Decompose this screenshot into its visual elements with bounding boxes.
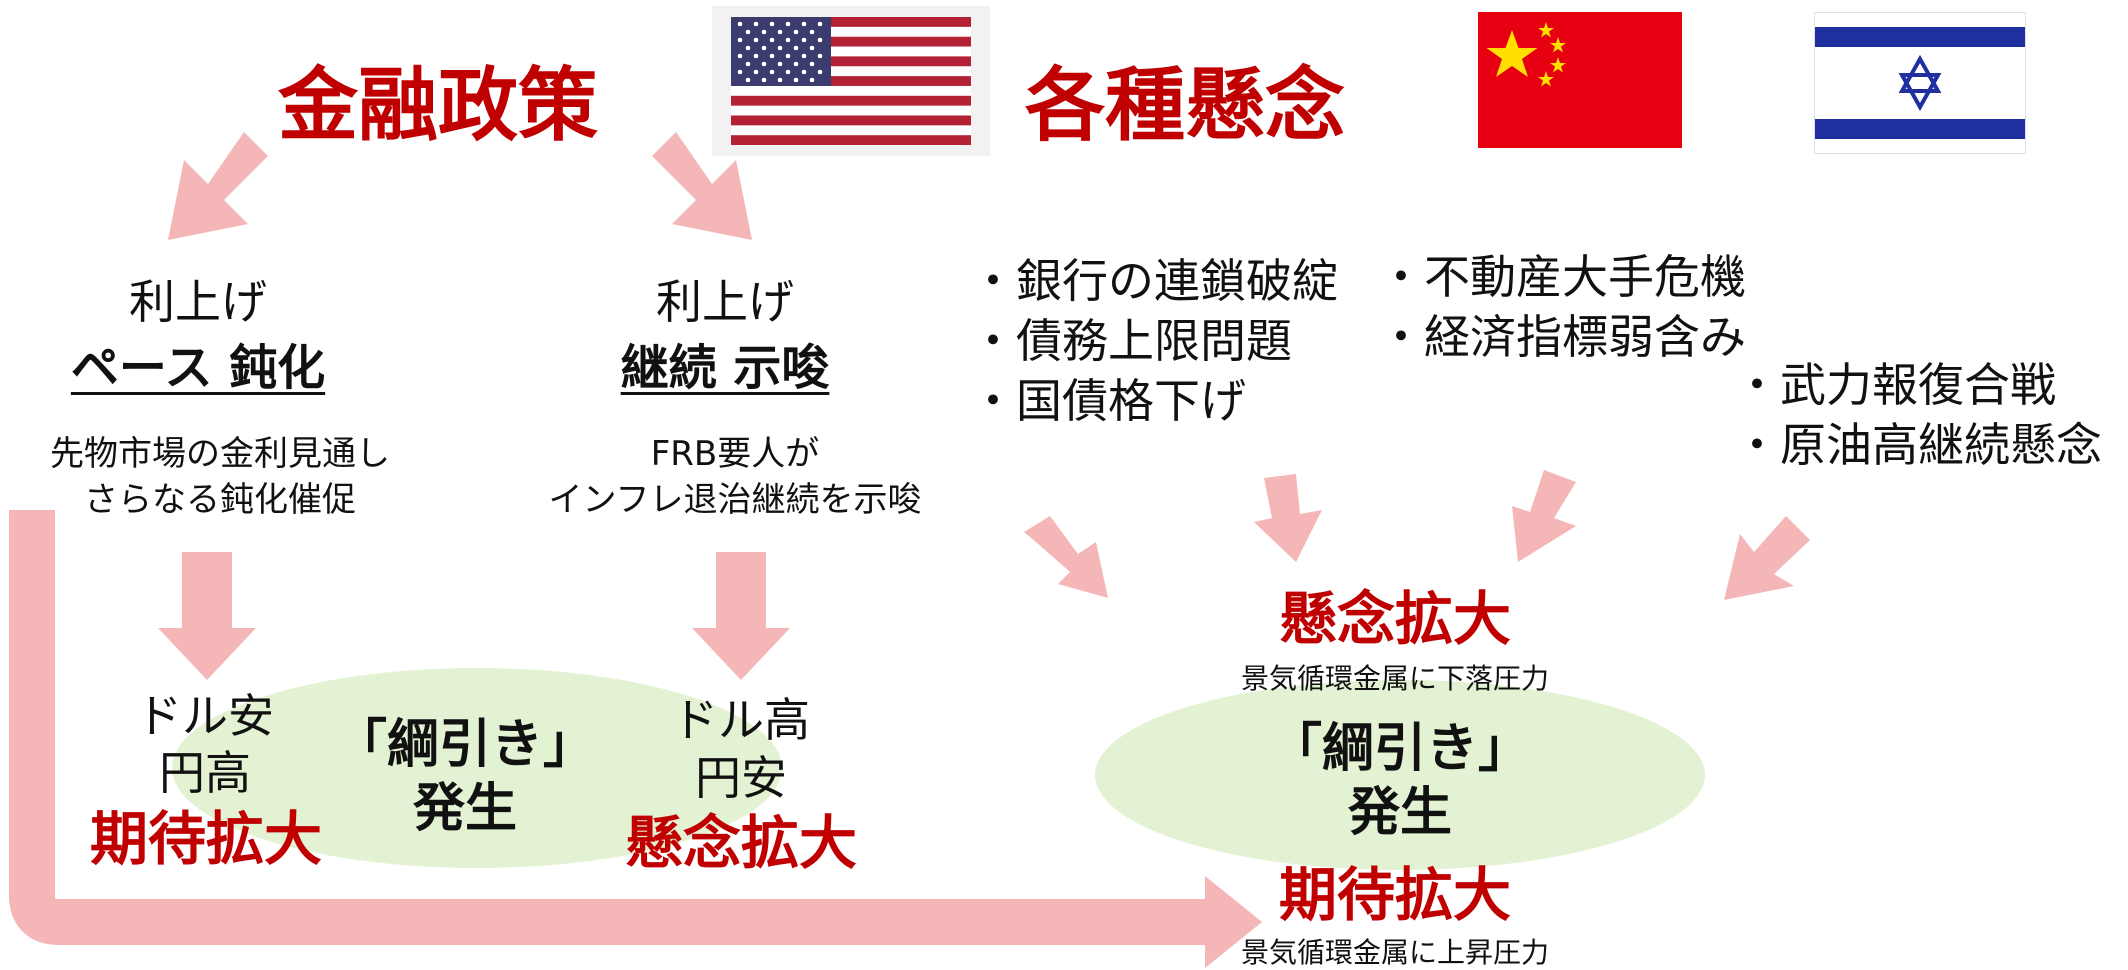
left-note-line1: 先物市場の金利見通し [50,434,390,474]
china-flag [1478,12,1682,148]
left-pace-slowdown-label: ペース 鈍化 [70,340,326,396]
concern-expand-title: 懸念拡大 [1278,585,1511,653]
right-note-line1: FRB要人が [650,434,820,474]
concern-expand-subtitle: 景気循環金属に下落圧力 [1240,662,1549,695]
left-fx-yen-strong: 円高 [159,746,251,800]
right-note-line2: インフレ退治継続を示唆 [548,480,922,520]
right-fx-yen-weak: 円安 [695,751,787,805]
us-concern-list: ・銀行の連鎖破綻 ・債務上限問題 ・国債格下げ [970,252,1338,431]
us-concern-item: ・国債格下げ [970,373,1246,428]
us-concern-item: ・銀行の連鎖破綻 [970,254,1338,308]
arrow-from-israel-concerns [1724,516,1810,600]
arrow-from-us-concerns [1024,516,1108,598]
israel-concern-list: ・武力報復合戦 ・原油高継続懸念 [1734,356,2102,476]
right-tug-occurs-label: 発生 [1347,783,1452,843]
left-tug-ellipse [172,668,782,868]
israel-concern-item: ・武力報復合戦 [1734,358,2056,412]
monetary-policy-title: 金融政策 [278,59,598,152]
left-fx-dollar-weak: ドル安 [136,689,274,743]
arrow-from-china-concerns [1512,470,1576,562]
left-rate-hike-label: 利上げ [129,275,267,329]
right-fx-dollar-strong: ドル高 [672,693,810,747]
left-tug-occurs-label: 発生 [412,779,517,839]
right-tug-of-war-label: 「綱引き」 [1269,719,1530,779]
right-tug-ellipse [1095,680,1705,870]
arrow-to-right-branch [652,132,752,240]
right-rate-hike-label: 利上げ [656,275,794,329]
arrow-from-us-concerns-2 [1254,474,1322,562]
left-expectation-expand: 期待拡大 [89,805,322,873]
us-concern-item: ・債務上限問題 [970,313,1292,368]
expectation-expand-subtitle: 景気循環金属に上昇圧力 [1240,936,1549,969]
china-concern-list: ・不動産大手危機 ・経済指標弱含み [1378,248,1746,368]
right-continue-suggest-label: 継続 示唆 [620,340,830,396]
expectation-expand-title: 期待拡大 [1278,861,1511,929]
china-concern-item: ・経済指標弱含み [1378,309,1746,364]
right-concern-expand: 懸念拡大 [624,809,857,877]
china-concern-item: ・不動産大手危機 [1378,250,1746,304]
israel-concern-item: ・原油高継続懸念 [1734,417,2102,472]
left-tug-of-war-label: 「綱引き」 [334,715,595,775]
concerns-title: 各種懸念 [1025,59,1345,152]
arrow-down-left [158,552,256,680]
left-note-line2: さらなる鈍化催促 [84,480,356,520]
arrow-to-left-branch [168,132,268,240]
israel-flag [1814,12,2026,154]
us-flag [712,6,990,156]
arrow-down-right [692,552,790,680]
